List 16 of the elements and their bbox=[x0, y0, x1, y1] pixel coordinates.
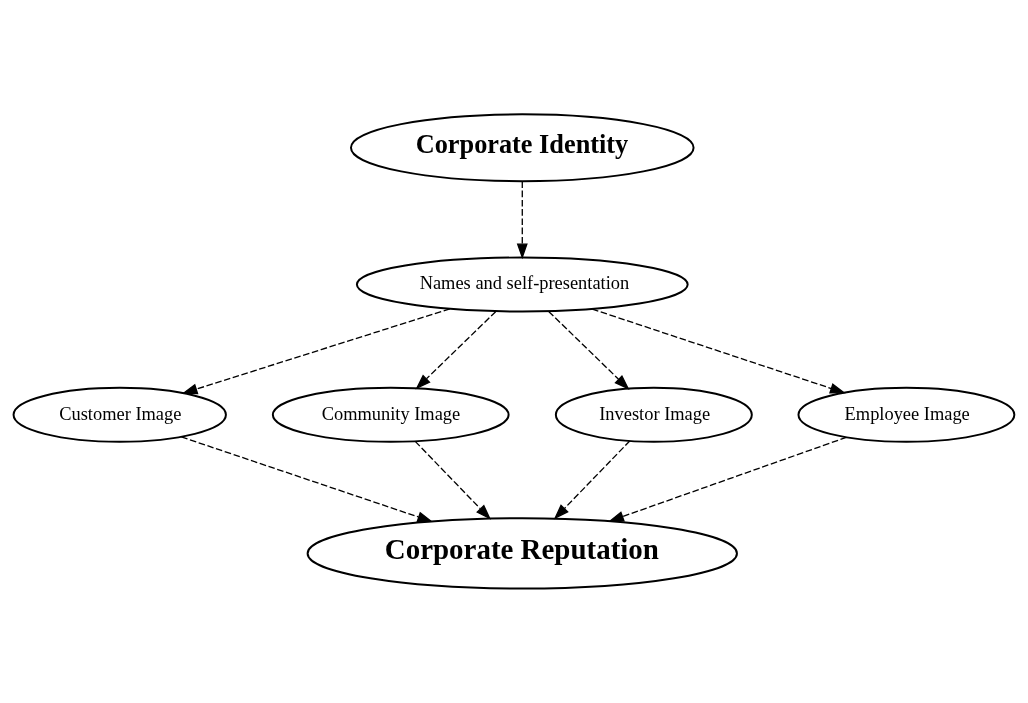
arrow bbox=[516, 180, 528, 260]
arrow bbox=[414, 441, 492, 520]
node-ellipse: Names and self-presentation bbox=[355, 256, 689, 313]
arrow bbox=[553, 440, 631, 520]
node-ellipse: Corporate Identity bbox=[350, 113, 695, 183]
arrow bbox=[180, 436, 434, 523]
node-ellipse: Investor Image bbox=[554, 386, 753, 443]
arrow bbox=[608, 436, 848, 522]
arrow bbox=[548, 311, 630, 390]
arrow bbox=[591, 308, 846, 394]
arrow bbox=[415, 311, 497, 390]
node-ellipse: Customer Image bbox=[12, 386, 227, 443]
node-ellipse: Community Image bbox=[271, 386, 510, 443]
arrow bbox=[181, 308, 451, 395]
node-ellipse: Corporate Reputation bbox=[306, 517, 738, 590]
node-ellipse: Employee Image bbox=[797, 386, 1016, 443]
